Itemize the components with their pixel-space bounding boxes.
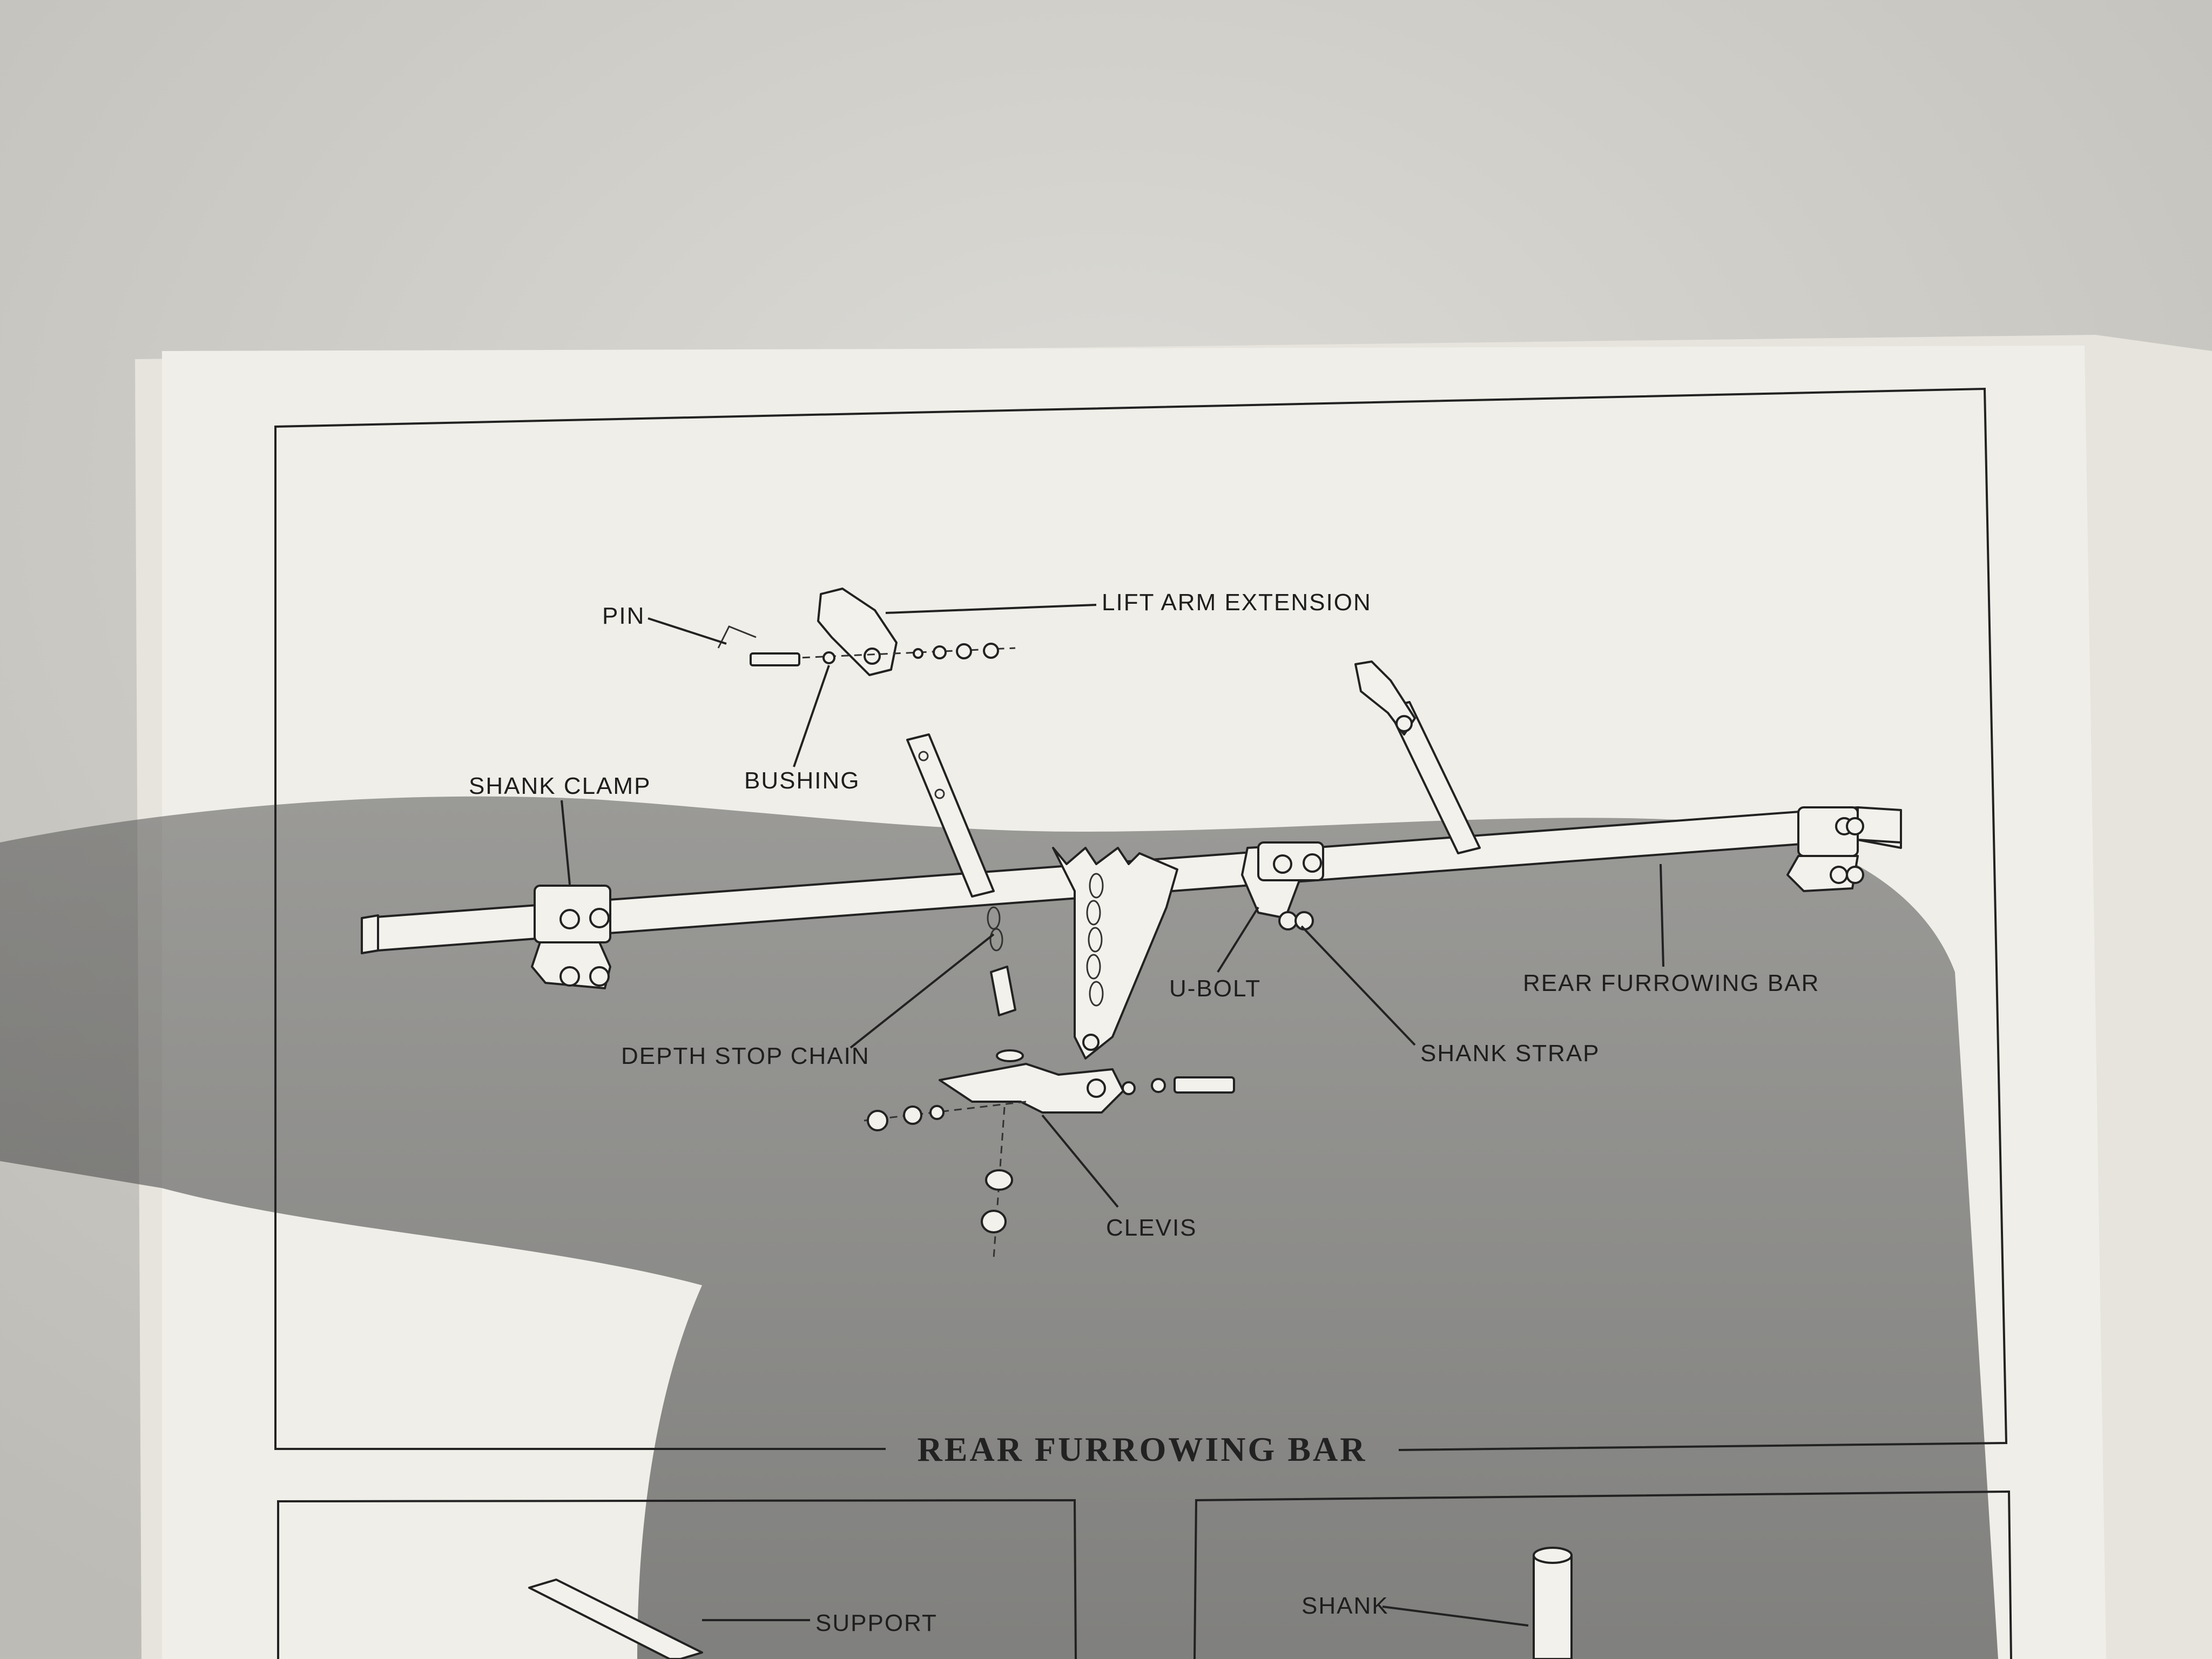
lift-arm-hardware bbox=[717, 625, 1016, 666]
right-shank-clamp bbox=[1786, 806, 1864, 892]
left-upright-strap bbox=[906, 733, 995, 898]
clevis-part bbox=[864, 966, 1235, 1259]
left-shank-clamp bbox=[531, 885, 611, 989]
clevis-leader bbox=[1041, 1114, 1119, 1208]
shank-label: SHANK bbox=[1301, 1593, 1389, 1619]
depth-stop-chain-label: DEPTH STOP CHAIN bbox=[621, 1043, 870, 1069]
u-bolt-label: U-BOLT bbox=[1169, 975, 1261, 1002]
lower-panel-left bbox=[277, 1499, 1077, 1659]
rear-furrowing-bar-label: REAR FURROWING BAR bbox=[1523, 970, 1819, 996]
diagram-caption: REAR FURROWING BAR bbox=[918, 1430, 1367, 1468]
lower-panel-right bbox=[1193, 1490, 2012, 1659]
bushing-leader bbox=[793, 665, 830, 767]
right-lift-arm bbox=[1354, 660, 1481, 854]
bushing-label: BUSHING bbox=[744, 767, 860, 794]
shank-clamp-label: SHANK CLAMP bbox=[469, 773, 651, 799]
diagram-frame bbox=[274, 387, 2008, 1451]
shank-strap-assembly bbox=[1241, 841, 1324, 930]
lift-arm-extension-leader bbox=[885, 604, 1097, 614]
depth-stop-chain bbox=[987, 873, 1104, 1007]
depth-stop-bracket bbox=[1052, 847, 1178, 1060]
rear-furrowing-bar-leader bbox=[1660, 864, 1664, 967]
support-part bbox=[528, 1579, 810, 1659]
u-bolt-leader bbox=[1217, 906, 1259, 973]
pin-leader bbox=[648, 617, 727, 645]
pin-label: PIN bbox=[602, 603, 645, 629]
shank-leader bbox=[1382, 1606, 1529, 1627]
shank-clamp-leader bbox=[561, 800, 571, 885]
shank-part bbox=[1533, 1547, 1573, 1659]
lift-arm-extension-label: LIFT ARM EXTENSION bbox=[1102, 589, 1372, 616]
lift-arm-extension-part bbox=[817, 588, 898, 676]
shank-strap-leader bbox=[1300, 925, 1416, 1046]
clevis-label: CLEVIS bbox=[1106, 1215, 1197, 1241]
depth-stop-chain-leader bbox=[849, 933, 995, 1049]
shank-strap-label: SHANK STRAP bbox=[1420, 1040, 1600, 1067]
support-label: SUPPORT bbox=[815, 1610, 938, 1636]
